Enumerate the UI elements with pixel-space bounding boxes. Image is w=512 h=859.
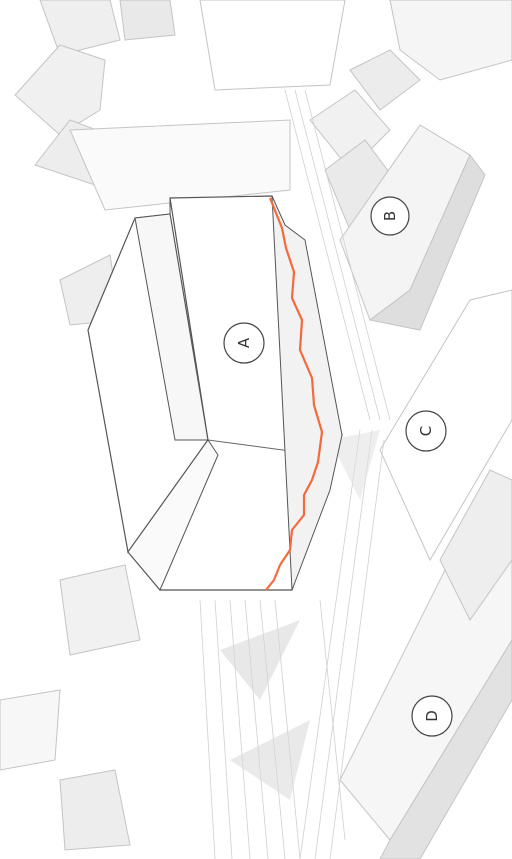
building-a <box>88 196 342 590</box>
label-b: B <box>371 197 409 235</box>
label-a-text: A <box>235 337 253 348</box>
context-building <box>60 565 140 655</box>
label-a: A <box>224 323 264 363</box>
label-d: D <box>412 696 452 736</box>
label-c-text: C <box>417 426 435 436</box>
context-building <box>15 45 105 135</box>
label-c: C <box>406 411 446 451</box>
context-building <box>40 0 120 55</box>
context-building <box>200 0 345 90</box>
label-b-text: B <box>381 211 399 221</box>
context-building <box>120 0 175 40</box>
context-building <box>60 770 130 850</box>
context-building <box>0 690 60 770</box>
label-d-text: D <box>423 710 441 722</box>
